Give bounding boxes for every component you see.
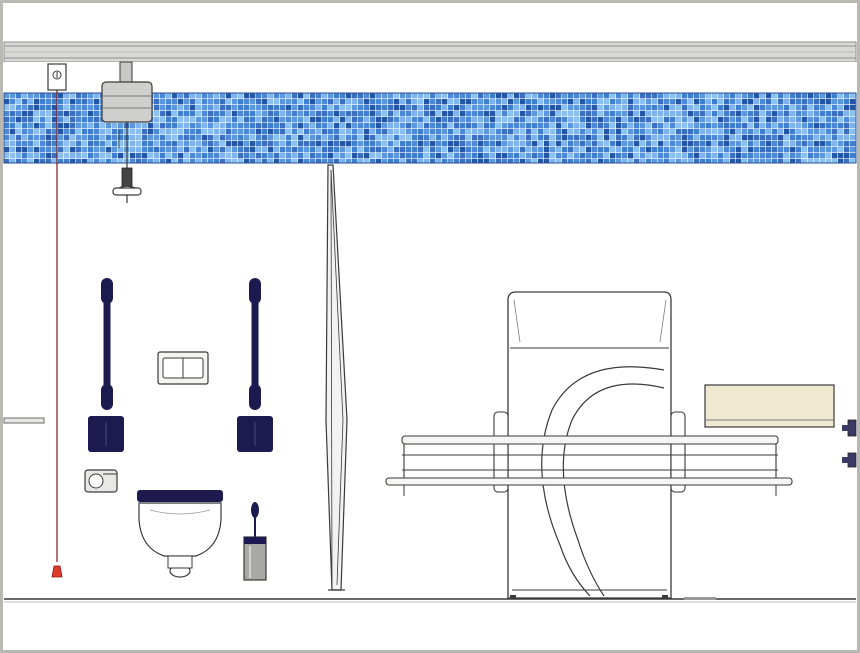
wall-socket-icon bbox=[47, 63, 67, 91]
folding-door-icon bbox=[325, 164, 348, 591]
tap-fitting-icon bbox=[842, 419, 857, 468]
grab-bar-icon bbox=[88, 278, 124, 452]
changing-bench-icon bbox=[385, 291, 793, 600]
flush-plate-icon bbox=[157, 351, 209, 385]
ceiling-hoist-icon bbox=[101, 61, 153, 203]
mosaic-tile-band bbox=[4, 93, 856, 163]
toilet-brush-icon bbox=[243, 502, 267, 581]
wall-shelf-icon bbox=[704, 384, 835, 428]
pull-cord-icon bbox=[51, 90, 63, 578]
toilet-roll-holder-icon bbox=[84, 469, 118, 493]
grab-bar-icon bbox=[237, 278, 273, 452]
toilet-icon bbox=[137, 490, 223, 578]
ceiling-rail bbox=[3, 41, 857, 63]
towel-rail-icon bbox=[3, 417, 45, 424]
